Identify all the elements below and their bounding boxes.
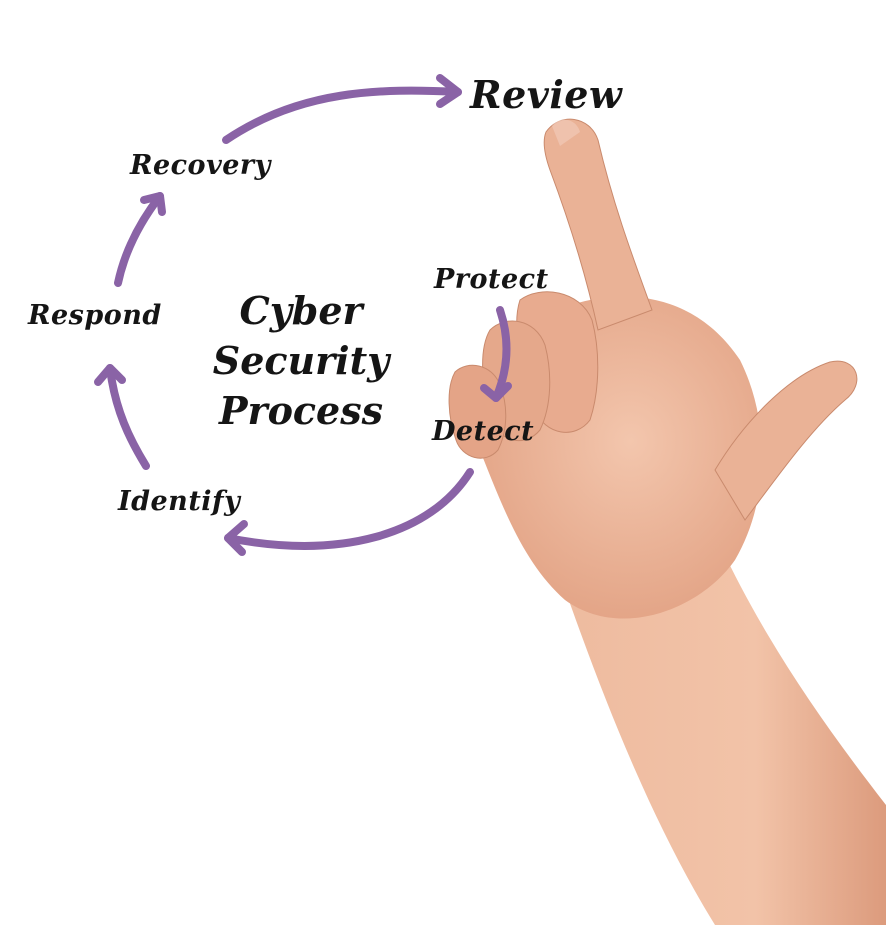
cycle-arrows [94, 74, 512, 556]
step-identify: Identify [118, 486, 241, 517]
step-review: Review [470, 72, 623, 117]
arrow-detect-to-identify [224, 468, 474, 556]
title-line-1: Cyber [239, 288, 363, 333]
title-line-3: Process [218, 388, 384, 433]
thumb [714, 360, 858, 521]
step-protect: Protect [434, 264, 549, 295]
diagram-title: Cyber Security Process [196, 286, 406, 436]
index-finger [543, 118, 653, 331]
fingernail [552, 119, 580, 146]
arrow-protect-to-detect [480, 306, 512, 402]
curled-finger-3 [448, 364, 507, 459]
hand-illustration [448, 118, 886, 925]
step-recovery: Recovery [130, 150, 271, 181]
title-line-2: Security [212, 338, 390, 383]
forearm [560, 545, 886, 925]
arrow-respond-to-recovery [114, 192, 166, 287]
step-respond: Respond [28, 300, 162, 331]
step-detect: Detect [432, 416, 535, 447]
arrow-identify-to-respond [94, 364, 150, 470]
arrow-recovery-to-review [222, 74, 462, 144]
